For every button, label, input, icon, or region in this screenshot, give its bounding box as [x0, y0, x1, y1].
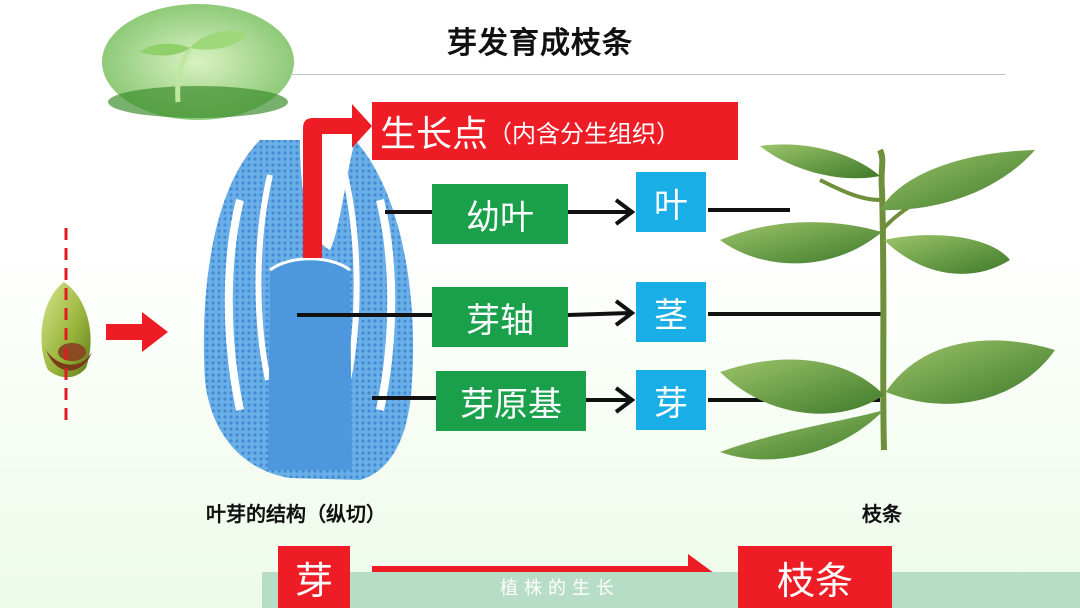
young-leaf-box: 幼叶 [432, 184, 568, 244]
leaf-box: 叶 [636, 172, 706, 232]
bud-primordium-box: 芽原基 [436, 371, 586, 431]
footer-band [262, 572, 1080, 608]
bud-image [41, 228, 92, 422]
title-divider [290, 74, 1005, 75]
bottom-bud-box: 芽 [278, 546, 350, 608]
growth-point-note: （内含分生组织） [488, 119, 681, 148]
branch-caption: 枝条 [862, 502, 902, 526]
bottom-branch-box: 枝条 [738, 546, 892, 608]
structure-caption: 叶芽的结构（纵切） [206, 502, 386, 526]
stem-box: 茎 [636, 282, 706, 342]
footer-text: 植株的生长 [500, 578, 620, 599]
bud-axis-box: 芽轴 [432, 287, 568, 347]
arrow-icon [106, 312, 168, 352]
seedling-image [102, 4, 294, 120]
branch-image [720, 144, 1055, 460]
growth-point-arrow [303, 104, 372, 258]
page-title: 芽发育成枝条 [447, 26, 633, 61]
growth-point-label: 生长点 （内含分生组织） [372, 102, 738, 160]
leaf-bud-section-image [203, 140, 414, 480]
growth-point-main: 生长点 [380, 114, 489, 155]
bud-box: 芽 [636, 370, 706, 430]
